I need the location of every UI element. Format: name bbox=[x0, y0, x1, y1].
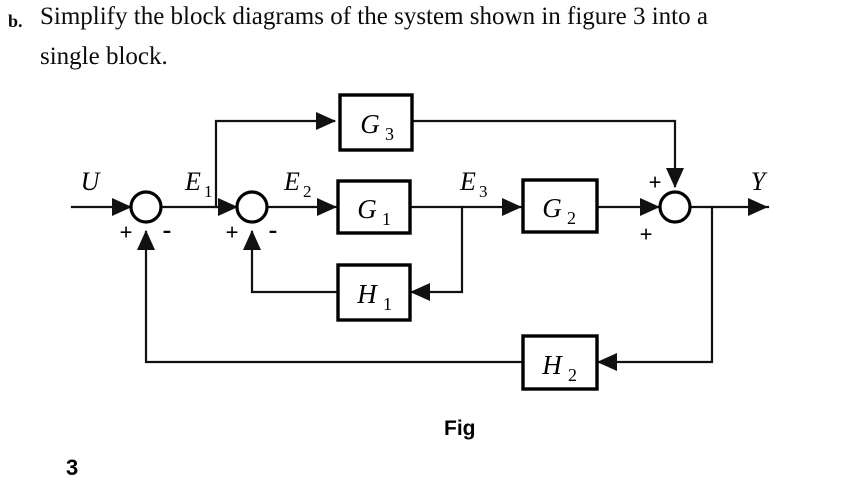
arrowhead-into-g3 bbox=[316, 112, 336, 130]
block-g2-subscript: 2 bbox=[567, 208, 576, 228]
summing-junction-2 bbox=[235, 190, 269, 224]
sum3-plus-sign-top: + bbox=[648, 170, 661, 195]
question-line-2: single block. bbox=[40, 43, 168, 70]
block-h1 bbox=[336, 263, 412, 322]
signal-label-u: U bbox=[81, 167, 102, 196]
wire-y-branch-to-h2 bbox=[597, 205, 714, 364]
signal-label-e2-subscript: 2 bbox=[303, 182, 312, 201]
arrowhead-e1-into-sum2 bbox=[218, 198, 238, 216]
block-g3-subscript: 3 bbox=[385, 124, 394, 144]
summing-junction-1 bbox=[129, 190, 163, 224]
wire-e1-branch-to-g3 bbox=[214, 119, 336, 209]
arrowhead-g2-into-sum3 bbox=[640, 198, 660, 216]
arrowhead-e3-into-g2 bbox=[502, 198, 522, 216]
block-g3-label: G bbox=[360, 109, 380, 139]
signal-label-e3: E bbox=[459, 167, 476, 196]
sum2-minus-sign: - bbox=[269, 215, 278, 244]
signal-label-e1: E bbox=[184, 167, 201, 196]
arrowhead-into-h2 bbox=[597, 353, 617, 371]
figure-caption: Fig bbox=[444, 417, 476, 440]
arrowhead-h1-into-sum2 bbox=[243, 230, 261, 250]
summing-junction-3 bbox=[658, 190, 692, 224]
signal-label-e3-subscript: 3 bbox=[479, 182, 488, 201]
wire-g3-to-sum3 bbox=[410, 119, 677, 188]
page-number: 3 bbox=[66, 455, 79, 480]
block-g3 bbox=[338, 93, 414, 152]
arrowhead-into-h1 bbox=[410, 283, 430, 301]
block-h2 bbox=[521, 334, 599, 391]
sum1-minus-sign: - bbox=[163, 215, 172, 244]
question-line-1: Simplify the block diagrams of the syste… bbox=[40, 3, 708, 30]
wire-e3-branch-to-h1 bbox=[410, 205, 464, 294]
question-marker: b. bbox=[8, 11, 23, 31]
signal-label-e1-subscript: 1 bbox=[204, 182, 213, 201]
block-h2-subscript: 2 bbox=[568, 365, 577, 385]
signal-label-y: Y bbox=[751, 167, 768, 196]
block-g1-label: G bbox=[357, 194, 377, 224]
wire-h1-to-sum2 bbox=[250, 230, 340, 294]
sum2-plus-sign: + bbox=[225, 220, 238, 245]
signal-label-e2: E bbox=[283, 167, 300, 196]
block-g2-label: G bbox=[542, 193, 562, 223]
arrowhead-h2-into-sum1 bbox=[137, 230, 155, 250]
arrowhead-g3-into-sum3 bbox=[666, 168, 684, 188]
block-h1-subscript: 1 bbox=[383, 294, 392, 314]
block-g2 bbox=[521, 178, 599, 234]
block-h2-label: H bbox=[541, 350, 563, 380]
wire-h2-to-sum1 bbox=[144, 230, 525, 364]
arrowhead-e2-into-g1 bbox=[317, 198, 337, 216]
block-h1-label: H bbox=[356, 279, 378, 309]
block-g1 bbox=[336, 179, 412, 235]
arrowhead-u-into-sum1 bbox=[112, 198, 132, 216]
sum1-plus-sign: + bbox=[119, 220, 132, 245]
arrowhead-output-y bbox=[748, 198, 768, 216]
block-g1-subscript: 1 bbox=[382, 209, 391, 229]
sum3-plus-sign-bottom: + bbox=[639, 222, 652, 247]
